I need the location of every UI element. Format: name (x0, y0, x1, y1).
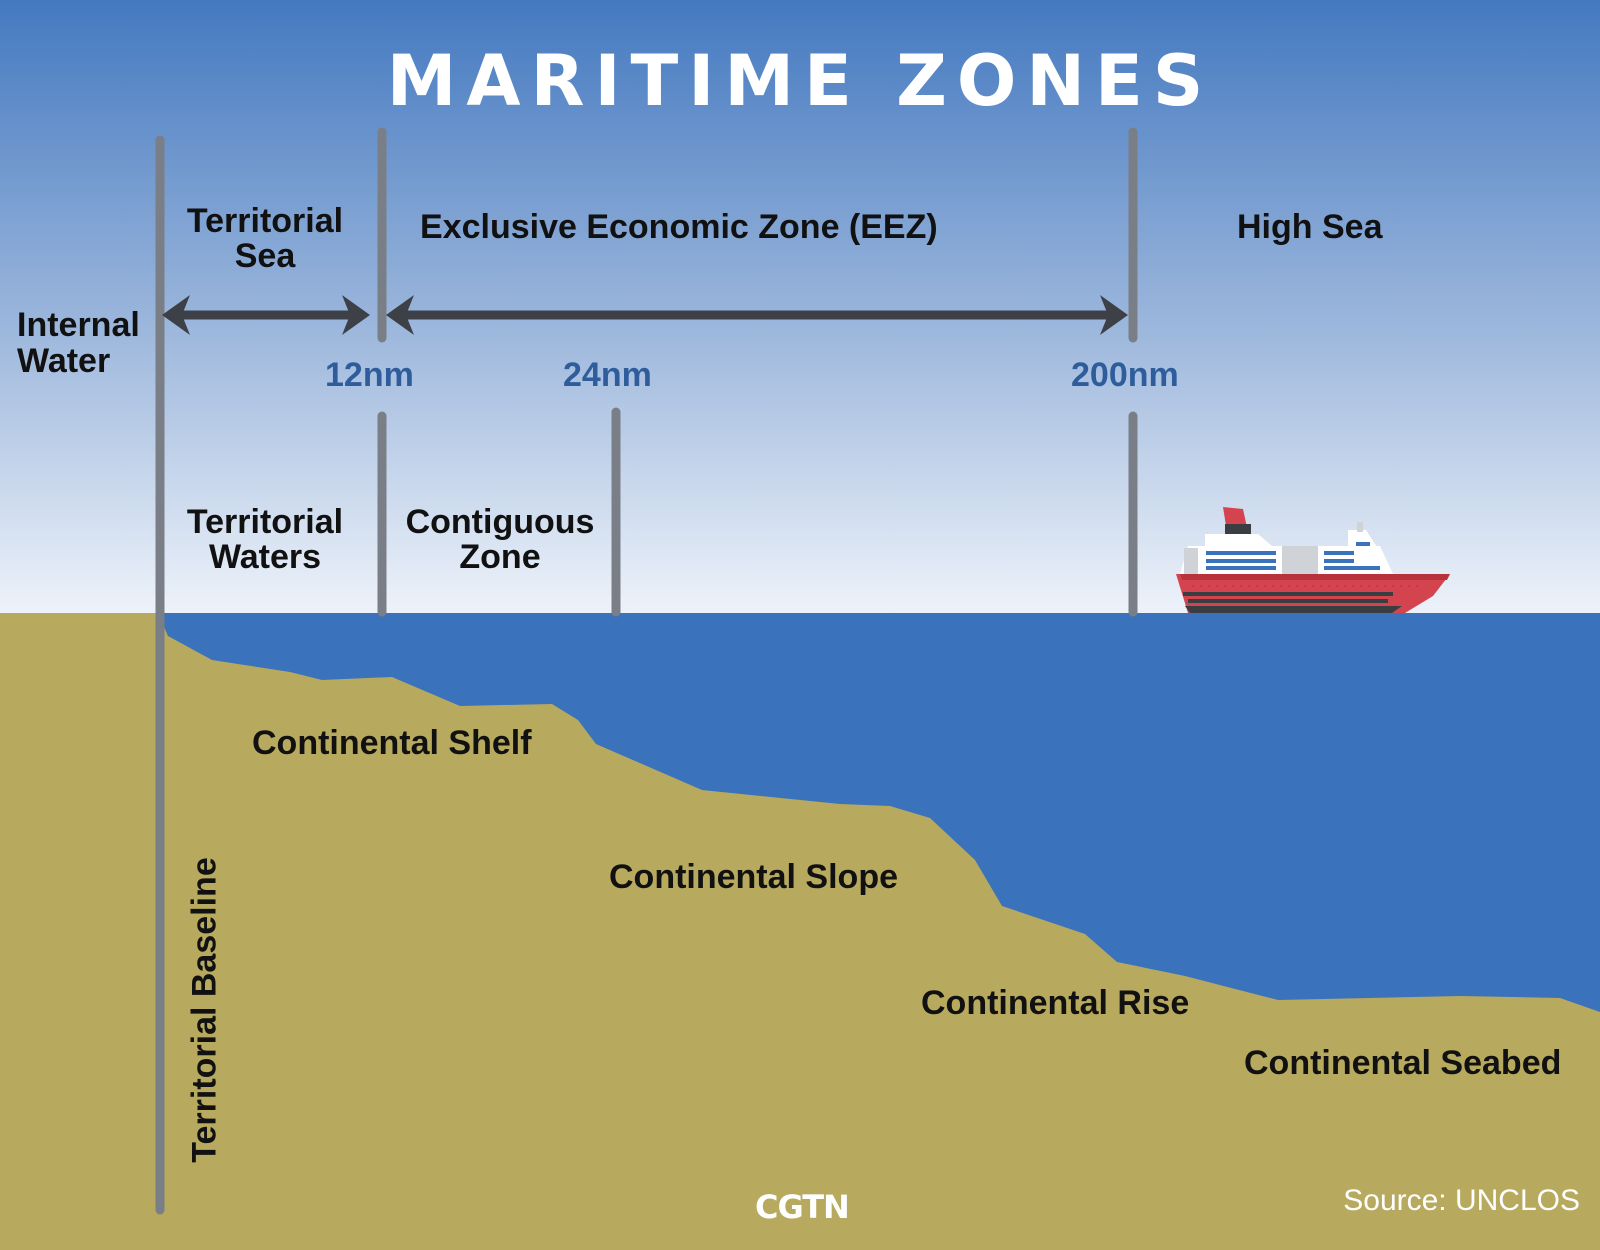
continental-seabed-label: Continental Seabed (1244, 1044, 1562, 1082)
distance-12nm: 12nm (325, 356, 414, 394)
distance-200nm: 200nm (1071, 356, 1179, 394)
brand-logo: CGTN (755, 1188, 850, 1226)
internal-water-label: Internal Water (17, 306, 140, 380)
territorial-sea-label: Territorial Sea (186, 202, 344, 275)
high-sea-label: High Sea (1237, 208, 1383, 246)
continental-shelf-label: Continental Shelf (252, 724, 532, 762)
cruise-ship-icon (1176, 507, 1450, 613)
page-title: MARITIME ZONES (386, 40, 1214, 122)
eez-arrow (386, 295, 1128, 335)
distance-24nm: 24nm (563, 356, 652, 394)
eez-label: Exclusive Economic Zone (EEZ) (420, 208, 938, 246)
territorial-baseline-label: Territorial Baseline (185, 857, 224, 1163)
territorial-sea-arrow (162, 295, 370, 335)
territorial-waters-label: Territorial Waters (186, 503, 344, 576)
contiguous-zone-label: Contiguous Zone (405, 503, 595, 576)
land-seabed (0, 613, 1600, 1250)
continental-slope-label: Continental Slope (609, 858, 898, 896)
sky-background (0, 0, 1600, 615)
source-credit: Source: UNCLOS (1343, 1184, 1580, 1217)
continental-rise-label: Continental Rise (921, 984, 1190, 1022)
